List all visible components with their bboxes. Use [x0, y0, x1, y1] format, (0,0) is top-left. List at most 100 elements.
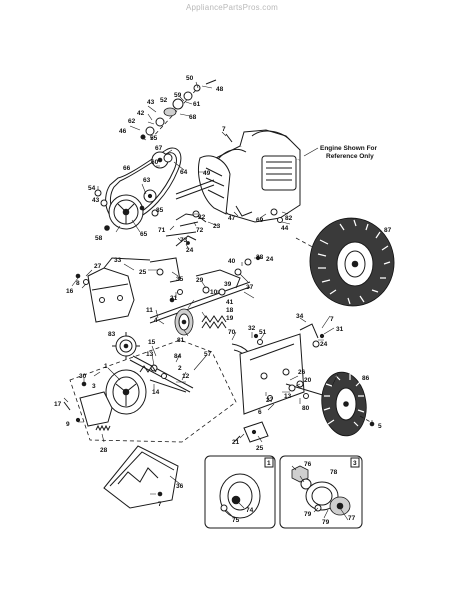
- callout-6: 6: [258, 409, 262, 416]
- callout-10: 10: [210, 289, 218, 296]
- inset-label-1: 1: [267, 460, 271, 467]
- callout-63: 63: [143, 177, 151, 184]
- callout-81: 81: [177, 337, 185, 344]
- callout-85: 85: [156, 207, 164, 214]
- callout-13b: 13: [284, 393, 292, 400]
- callout-41: 41: [226, 299, 234, 306]
- callout-23: 23: [213, 223, 221, 230]
- callout-27: 27: [94, 263, 102, 270]
- callout-82: 82: [285, 215, 293, 222]
- callout-7: 7: [222, 126, 226, 133]
- inset-box-3: 3: [279, 455, 363, 529]
- callout-50: 50: [186, 75, 194, 82]
- callout-15: 15: [148, 339, 156, 346]
- callout-30: 30: [79, 373, 87, 380]
- callout-1: 1: [104, 363, 108, 370]
- wheel-tire-87: [295, 217, 395, 307]
- callout-69: 69: [256, 217, 264, 224]
- callout-57: 57: [204, 351, 212, 358]
- leader-lines: [63, 81, 373, 521]
- callout-42: 42: [137, 110, 145, 117]
- callout-8: 8: [76, 280, 80, 287]
- callout-29: 29: [196, 277, 204, 284]
- callout-74: 74: [246, 507, 254, 514]
- clutch-linkage: [165, 210, 207, 247]
- callout-31: 31: [336, 326, 344, 333]
- callout-13: 13: [146, 351, 154, 358]
- upper-pulley-stack: [140, 79, 217, 141]
- callout-64: 64: [180, 169, 188, 176]
- callout-4: 4: [154, 317, 158, 324]
- callout-51: 51: [259, 329, 267, 336]
- callout-58: 58: [95, 235, 103, 242]
- callout-83: 83: [108, 331, 116, 338]
- callout-35: 35: [176, 276, 184, 283]
- callout-24b: 24: [266, 256, 274, 263]
- callout-38: 38: [256, 254, 264, 261]
- callout-11: 11: [146, 307, 153, 314]
- callout-32: 32: [248, 325, 256, 332]
- engine-note: Engine Shown For Reference Only: [303, 145, 378, 160]
- callout-73: 73: [180, 237, 188, 244]
- callout-34: 34: [296, 313, 304, 320]
- callout-77: 77: [348, 515, 356, 522]
- inset-box-1: 1: [204, 455, 276, 529]
- callout-2: 2: [178, 365, 182, 372]
- engine-note-line-1: Engine Shown For: [320, 145, 378, 152]
- callout-55: 55: [150, 135, 158, 142]
- callout-19: 19: [226, 315, 234, 322]
- callout-26: 26: [298, 369, 306, 376]
- callout-40: 40: [228, 258, 236, 265]
- callout-67: 67: [155, 145, 163, 152]
- callout-36: 36: [176, 483, 184, 490]
- center-shaft-assembly: [149, 255, 261, 336]
- callout-20: 20: [304, 377, 312, 384]
- lower-center-bracket: [233, 421, 269, 443]
- callout-9: 9: [66, 421, 70, 428]
- callout-80: 80: [302, 405, 310, 412]
- callout-44: 44: [281, 225, 289, 232]
- callout-72: 72: [196, 227, 204, 234]
- callout-numbers: 50 48 59 61 68 43 52 42 62 46 55 7 67 60…: [54, 75, 392, 526]
- right-frame-plate: [239, 323, 327, 415]
- callout-24: 24: [186, 247, 194, 254]
- callout-79a: 79: [304, 511, 312, 518]
- callout-65: 65: [140, 231, 148, 238]
- callout-48: 48: [216, 86, 224, 93]
- callout-43: 43: [147, 99, 155, 106]
- callout-17: 17: [54, 401, 62, 408]
- callout-37: 37: [246, 284, 254, 291]
- watermark: AppliancePartsPros.com: [186, 3, 278, 12]
- callout-52: 52: [160, 97, 168, 104]
- callout-46: 46: [119, 128, 127, 135]
- callout-28: 28: [100, 447, 108, 454]
- wheel-tire-86: [321, 371, 375, 437]
- callout-5: 5: [378, 423, 382, 430]
- callout-18: 18: [226, 307, 234, 314]
- left-frame-bracket: [75, 257, 181, 323]
- callout-25: 25: [139, 269, 147, 276]
- callout-14: 14: [152, 389, 160, 396]
- callout-21: 21: [170, 295, 178, 302]
- callout-59: 59: [174, 92, 182, 99]
- callout-54: 54: [88, 185, 96, 192]
- lower-left-housing: [63, 339, 237, 443]
- drive-gear-assembly: [112, 332, 263, 393]
- callout-25b: 25: [256, 445, 264, 452]
- callout-24c: 24: [320, 341, 328, 348]
- engine-note-line-2: Reference Only: [326, 153, 374, 160]
- callout-70: 70: [228, 329, 236, 336]
- callout-43b: 43: [92, 197, 100, 204]
- callout-16: 16: [66, 288, 74, 295]
- bottom-shroud: [103, 445, 179, 509]
- callout-3: 3: [92, 383, 96, 390]
- callout-7b: 7: [330, 316, 334, 323]
- engine-outline: [175, 129, 301, 223]
- callout-33: 33: [114, 257, 122, 264]
- callout-71: 71: [158, 227, 166, 234]
- inset-label-3: 3: [353, 460, 357, 467]
- callout-7c: 7: [158, 501, 162, 508]
- callout-60: 60: [151, 159, 159, 166]
